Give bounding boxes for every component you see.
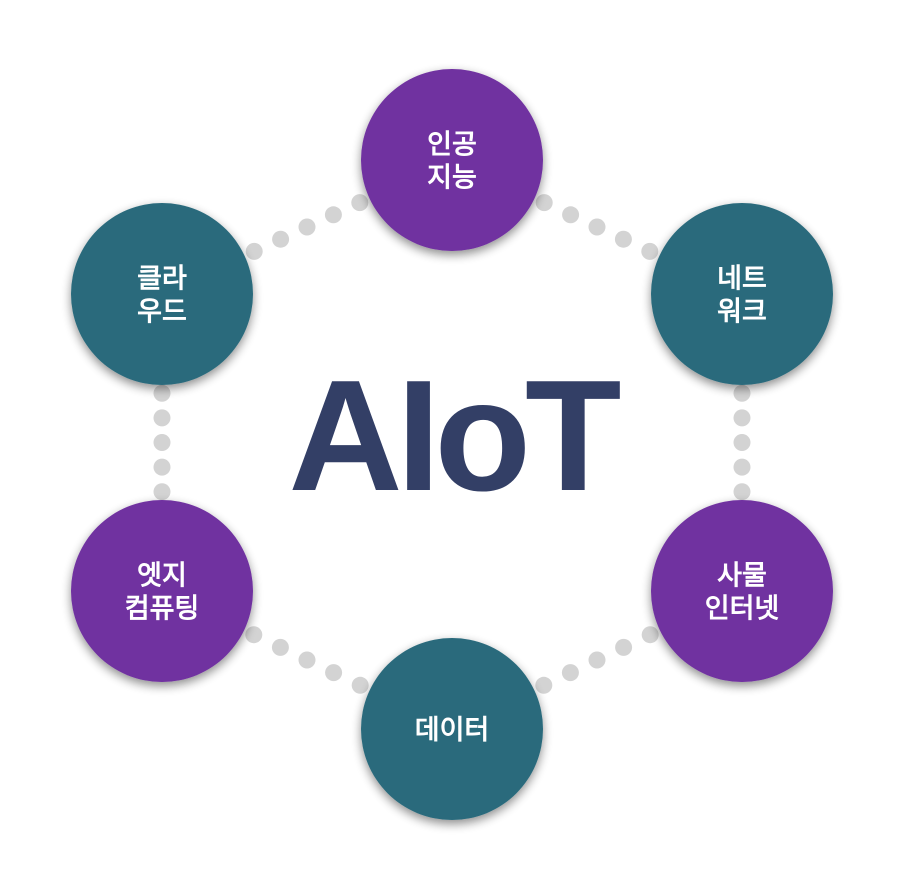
node-label-cloud: 클라 bbox=[137, 264, 187, 295]
node-label-network: 네트 bbox=[717, 264, 767, 295]
center-title: AIoT bbox=[288, 348, 620, 524]
connector-dot bbox=[298, 651, 316, 669]
connector-dot bbox=[641, 242, 659, 260]
connector-dot bbox=[562, 206, 580, 224]
node-label-ai: 지능 bbox=[427, 163, 477, 194]
node-circle-network bbox=[651, 203, 833, 385]
connector-dot bbox=[733, 458, 751, 476]
connector-dot bbox=[733, 409, 751, 427]
connector-dot bbox=[153, 384, 171, 402]
node-label-cloud: 우드 bbox=[137, 297, 187, 328]
node-label-network: 워크 bbox=[717, 297, 767, 328]
connector-dots bbox=[153, 194, 751, 694]
connector-dot bbox=[351, 194, 369, 212]
connector-dot bbox=[153, 409, 171, 427]
connector-dot bbox=[153, 483, 171, 501]
connector-dot bbox=[324, 206, 342, 224]
node-circle-cloud bbox=[71, 203, 253, 385]
connector-dot bbox=[588, 651, 606, 669]
node-label-ai: 인공 bbox=[427, 130, 477, 161]
connector-dot bbox=[535, 676, 553, 694]
connector-dot bbox=[588, 218, 606, 236]
connector-dot bbox=[535, 194, 553, 212]
node-circle-edge bbox=[71, 500, 253, 682]
node-label-iot: 인터넷 bbox=[705, 594, 780, 625]
connector-dot bbox=[245, 242, 263, 260]
connector-dot bbox=[351, 676, 369, 694]
connector-dot bbox=[733, 384, 751, 402]
connector-dot bbox=[153, 434, 171, 451]
node-label-edge: 컴퓨팅 bbox=[125, 594, 200, 625]
node-circle-ai bbox=[361, 69, 543, 251]
connector-dot bbox=[614, 230, 632, 248]
connector-dot bbox=[153, 458, 171, 476]
connector-dot bbox=[615, 638, 633, 656]
node-label-data: 데이터 bbox=[415, 715, 490, 746]
connector-dot bbox=[325, 664, 343, 682]
node-label-iot: 사물 bbox=[717, 561, 767, 592]
connector-dot bbox=[298, 218, 316, 236]
connector-dot bbox=[271, 638, 289, 656]
connector-dot bbox=[733, 434, 751, 451]
node-data: 데이터 bbox=[361, 638, 543, 820]
node-label-edge: 엣지 bbox=[137, 561, 187, 592]
node-circle-data bbox=[361, 638, 543, 820]
connector-dot bbox=[272, 230, 290, 248]
connector-dot bbox=[561, 664, 579, 682]
connector-dot bbox=[245, 626, 263, 644]
connector-dot bbox=[733, 483, 751, 501]
connector-dot bbox=[641, 626, 659, 644]
node-circle-iot bbox=[651, 500, 833, 682]
